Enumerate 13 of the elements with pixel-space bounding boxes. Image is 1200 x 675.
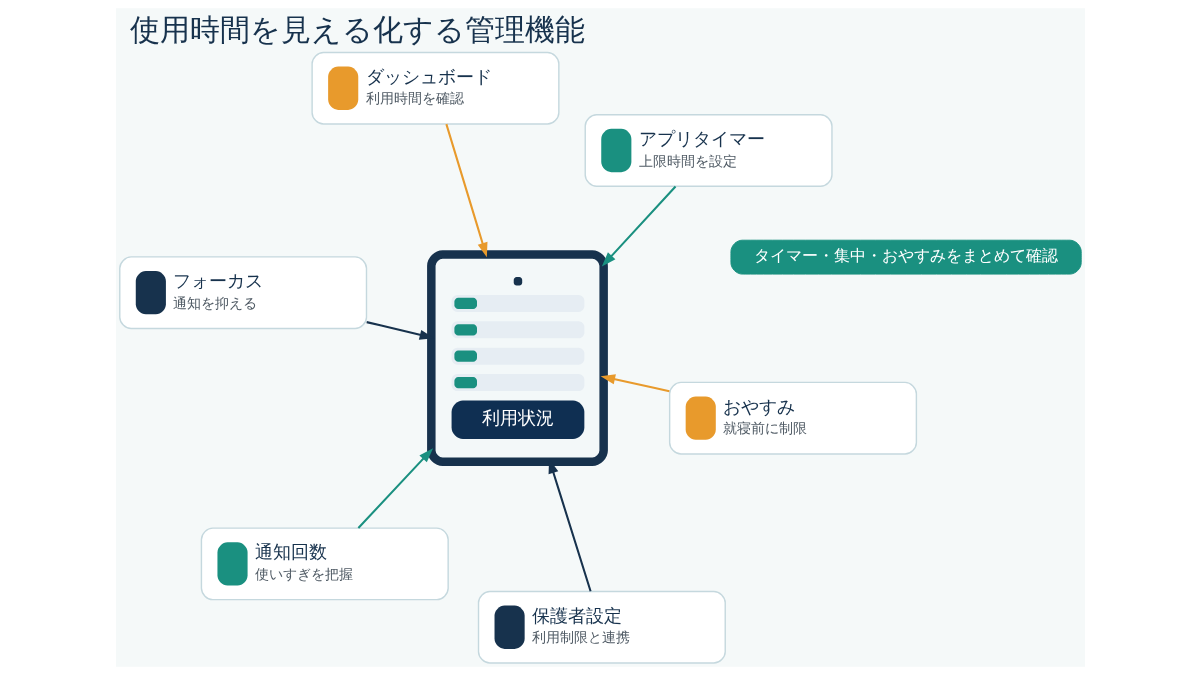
- node-box: 通知回数 使いすぎを把握: [200, 527, 449, 601]
- node-box: 保護者設定 利用制限と連携: [477, 590, 726, 664]
- node-box: 利用状況: [426, 250, 608, 466]
- arrow: [444, 123, 487, 258]
- node-box: おやすみ 就寝前に制限: [668, 381, 917, 455]
- node-box: アプリタイマー 上限時間を設定: [584, 114, 833, 187]
- arrow: [357, 448, 433, 529]
- arrow: [600, 374, 670, 393]
- arrow: [601, 185, 676, 267]
- diagram-title: 使用時間を見える化する管理機能: [129, 11, 585, 47]
- node-box: タイマー・集中・おやすみをまとめて確認: [729, 239, 1082, 275]
- node-box: ダッシュボード 利用時間を確認: [310, 51, 560, 125]
- node-box: フォーカス 通知を抑える: [118, 256, 367, 330]
